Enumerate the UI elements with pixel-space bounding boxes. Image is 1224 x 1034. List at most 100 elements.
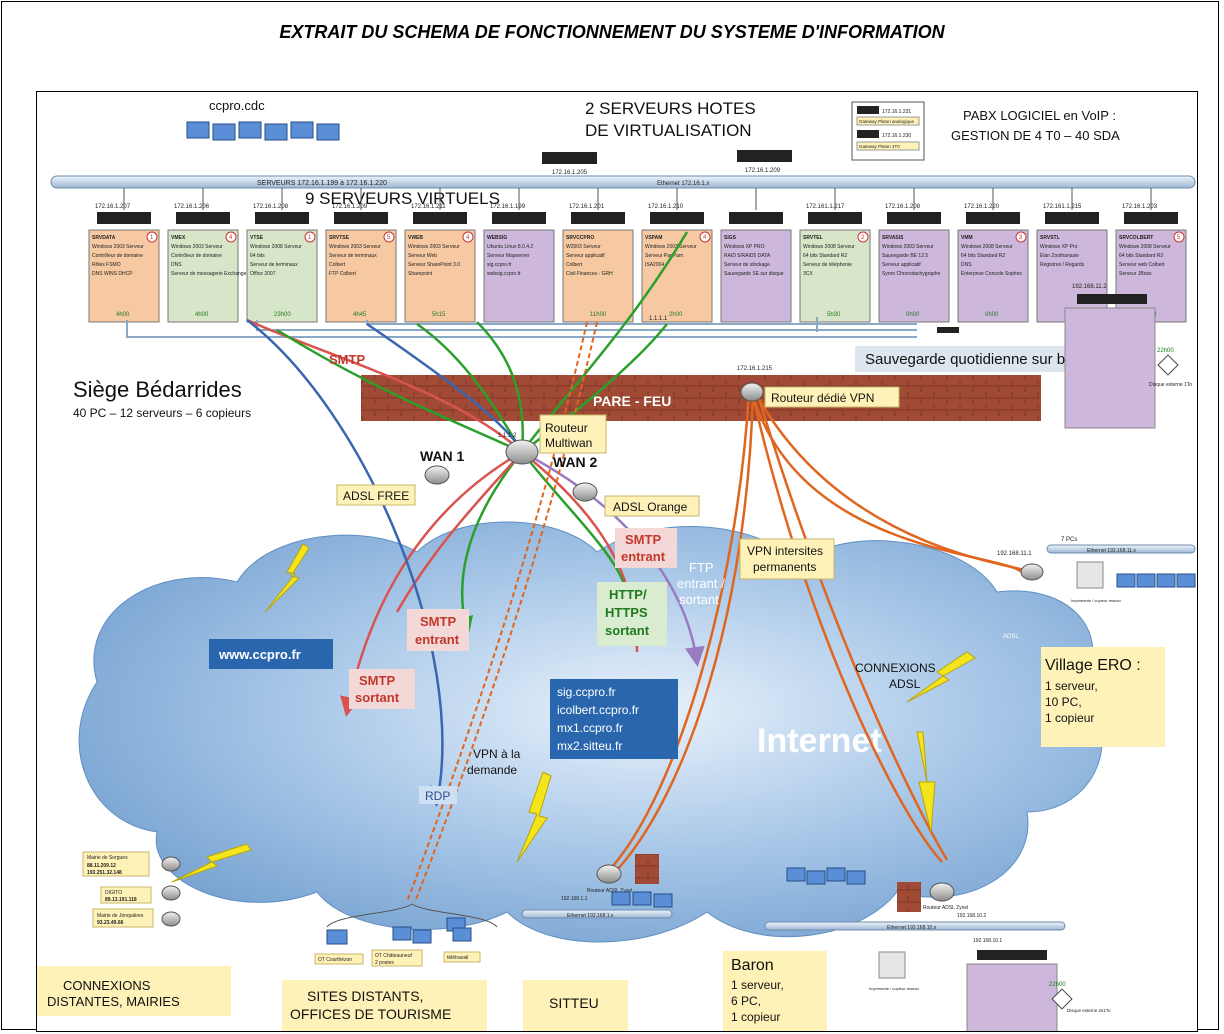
- village-ip-2: 192.168.11.1: [997, 551, 1032, 557]
- village-disk-time: 22h00: [1157, 348, 1174, 354]
- baron-disk-icon: [1051, 988, 1073, 1010]
- server-rack-icon: [650, 212, 704, 224]
- server-card-bg: [1115, 229, 1187, 323]
- lightning-village: [906, 651, 976, 703]
- ftp-label-1: FTP: [689, 560, 714, 575]
- server-detail: Office 2007: [250, 271, 276, 277]
- pabx-label-1: PABX LOGICIEL en VoIP :: [963, 108, 1116, 123]
- mairie-b-ip: 89.13.191.118: [105, 897, 137, 903]
- smtp-sortant-label: SMTP: [359, 673, 395, 688]
- server-backup-time: 4h00: [195, 312, 209, 318]
- siege-title: Siège Bédarrides: [73, 377, 242, 402]
- gateway-1-label: Gateway Platon analogique: [859, 119, 915, 124]
- ot-2b-label: 2 postes: [375, 960, 394, 966]
- server-detail: sig.ccpro.fr: [487, 262, 512, 268]
- server-badge-number: 4: [229, 235, 233, 241]
- server-detail: Serveur de stockage: [724, 262, 770, 268]
- server-rack-icon: [255, 212, 309, 224]
- village-line-2: 10 PC,: [1045, 695, 1082, 709]
- server-detail: RAID 5/RAID5 DATA: [724, 253, 771, 259]
- http-label-2: HTTPS: [605, 605, 648, 620]
- server-detail: Sauvegarde SE sur disque: [724, 271, 784, 277]
- server-detail: Serveur de terminaux: [329, 253, 377, 259]
- rdp-label: RDP: [425, 789, 450, 803]
- baron-line-1: 1 serveur,: [731, 978, 784, 992]
- server-detail: Rôles FSMO: [92, 262, 121, 268]
- server-card-bg: [878, 229, 950, 323]
- village-ip-1: 192.168.11.2: [1072, 284, 1107, 290]
- server-card-bg: [641, 229, 713, 323]
- smtp-entrant-2-label: SMTP: [625, 532, 661, 547]
- server-detail: Serveur applicatif: [566, 253, 605, 259]
- http-line-3: [476, 321, 524, 453]
- server-detail: Registres / Regards: [1040, 262, 1085, 268]
- village-pcs: 7 PCs: [1061, 537, 1077, 543]
- server-card-bg: [404, 229, 476, 323]
- village-disk-icon: [1157, 354, 1179, 376]
- mairies: Mairie de Sorgues 88.11.209.12 193.251.3…: [37, 851, 231, 1016]
- server-detail: FTP Colbert: [329, 271, 356, 277]
- gateway-2-label: Gateway Platon 4T0: [859, 144, 900, 149]
- server-detail: Colbert: [566, 262, 583, 268]
- server-detail: Windows 2008 Serveur: [803, 244, 855, 250]
- router-multiwan-label-2: Multiwan: [545, 436, 592, 450]
- lan-ip-label: 1.1.1.1: [649, 316, 668, 322]
- rdp-line: [246, 319, 450, 807]
- baron: Routeur ADSL Zyxel 192.168.10.2 Ethernet…: [723, 867, 1111, 1031]
- server-name: SIGS: [724, 235, 737, 241]
- vpn-intersite-lines: [611, 391, 1025, 871]
- router-multiwan-label-1: Routeur: [545, 421, 588, 435]
- server-detail: Serveur applicatif: [882, 262, 921, 268]
- ethernet-top-label: Ethernet 172.16.1.x: [657, 181, 709, 187]
- server-card-bg: [720, 229, 792, 323]
- baron-title: Baron: [731, 957, 774, 974]
- http-box: HTTP/ HTTPS sortant: [597, 582, 667, 646]
- server-name: SRVTSE: [329, 235, 350, 241]
- server-ip: 172.16.1.211: [411, 204, 446, 210]
- dns-box: sig.ccpro.fr icolbert.ccpro.fr mx1.ccpro…: [550, 679, 678, 759]
- http-line-2: [416, 322, 524, 453]
- connexions-adsl-label-1: CONNEXIONS: [855, 661, 936, 675]
- server-rack-icon: [413, 212, 467, 224]
- server-detail: Serveur Web: [408, 253, 437, 259]
- server-badge: [1173, 231, 1185, 243]
- server-rack-icon: [334, 212, 388, 224]
- ftp-label-3: sortant: [679, 592, 719, 607]
- lightning-sitteu: [516, 771, 552, 863]
- server-name: VTSE: [250, 235, 264, 241]
- server-name: SRVDATA: [92, 235, 116, 241]
- gateways-box: 172.16.1.231 Gateway Platon analogique 1…: [851, 101, 925, 161]
- baron-ip: 192.168.10.2: [957, 913, 986, 919]
- host-ip-1: 172.16.1.205: [552, 170, 588, 176]
- firewall-label: PARE - FEU: [593, 393, 671, 409]
- server-ip: 172.16.1.210: [648, 204, 684, 210]
- dns-label-4: mx2.sitteu.fr: [557, 739, 622, 753]
- smtp-top-label: SMTP: [329, 352, 365, 367]
- baron-line-2: 6 PC,: [731, 994, 761, 1008]
- server-detail: Windows 2003 Serveur: [92, 244, 144, 250]
- server-detail: DNS: [171, 262, 182, 268]
- village-ero: 192.168.11.2 22h00 Disque externe 1To 7 …: [997, 284, 1196, 747]
- server-name: SRVTEL: [803, 235, 823, 241]
- router-multiwan: 1.1.1.2 Routeur Multiwan: [498, 414, 607, 465]
- server-ip: 172.16.1.201: [569, 204, 605, 210]
- server-detail: Contrôleur de domaine: [92, 253, 143, 259]
- server-detail: Contrôleur de domaine: [171, 253, 222, 259]
- village-eth: Ethernet 192.168.11.x: [1087, 548, 1136, 554]
- mairies-label-1: CONNEXIONS: [63, 978, 151, 993]
- lightning-bolts: [171, 543, 976, 883]
- router-wan2: WAN 2 ADSL Orange: [553, 454, 700, 517]
- mairie-c: Mairie de Jonquières: [97, 913, 144, 919]
- server-detail: Serveur PanPam: [645, 253, 683, 259]
- server-card-bg: [325, 229, 397, 323]
- page-title: EXTRAIT DU SCHEMA DE FONCTIONNEMENT DU S…: [279, 22, 945, 42]
- servers-bus-label: SERVEURS 172.16.1.199 à 172.16.1.220: [257, 180, 387, 187]
- hosts-label-1: 2 SERVEURS HOTES: [585, 99, 756, 118]
- baron-copier-label: Imprimante / copieur réseau: [869, 986, 919, 991]
- vpn-demand-label-1: VPN à la: [473, 747, 521, 761]
- server-badge: [225, 231, 237, 243]
- server-detail: DNS WINS DHCP: [92, 271, 133, 277]
